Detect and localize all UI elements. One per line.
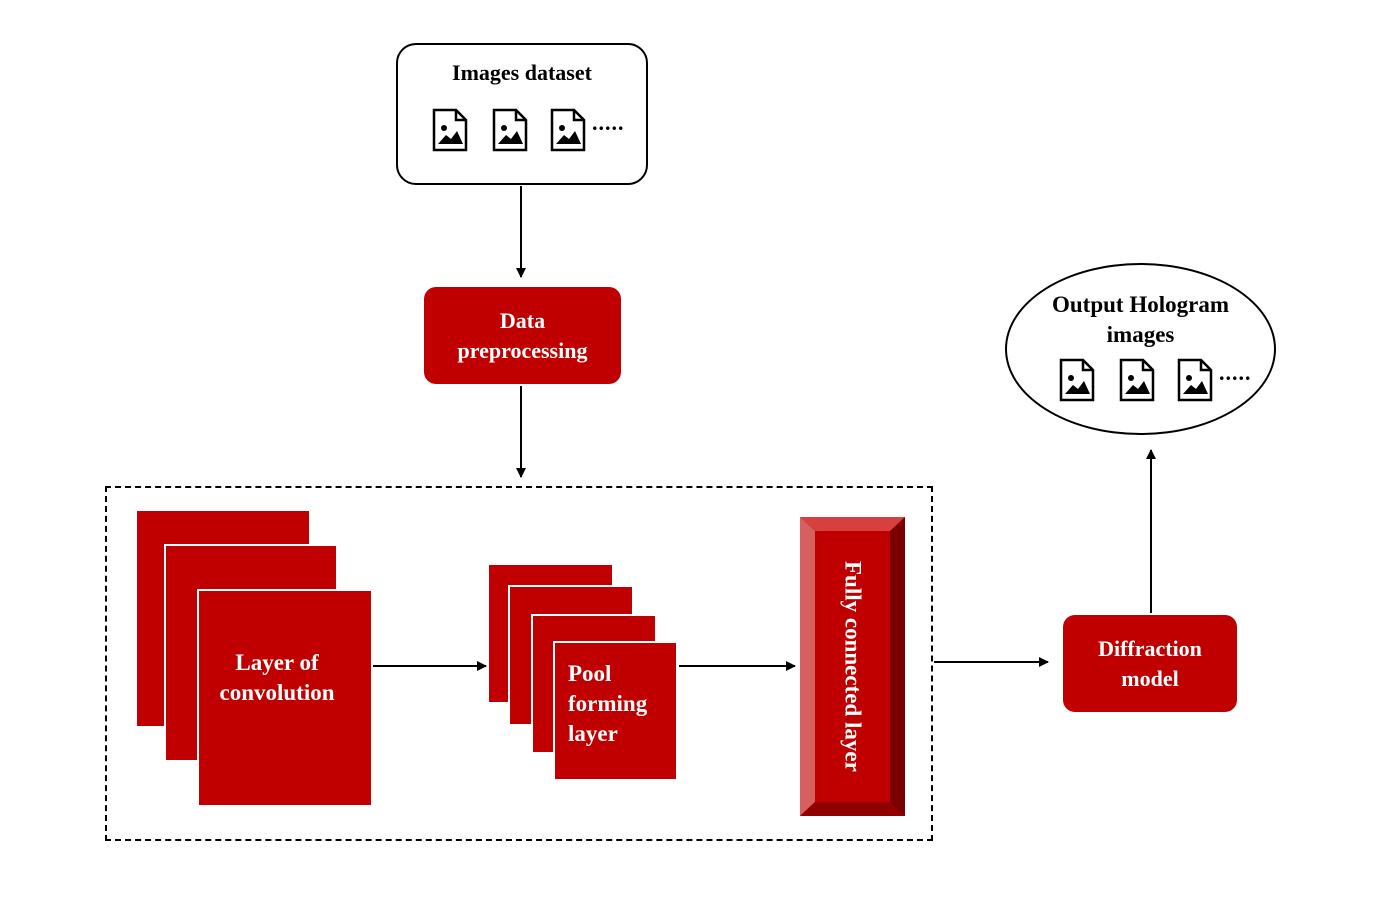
cnn-container: [105, 486, 933, 841]
diffraction-model-box: Diffraction model: [1063, 615, 1237, 712]
pool-layer-sheet: [553, 641, 678, 781]
image-file-icon: [492, 108, 528, 152]
image-file-icon: [1119, 358, 1155, 402]
more-dots: .....: [1219, 360, 1252, 385]
data-preprocessing-box: Data preprocessing: [424, 287, 621, 384]
convolution-layer-label: Layer of convolution: [219, 650, 335, 705]
image-file-icon: [1177, 358, 1213, 402]
fully-connected-label: Fully connected layer: [840, 561, 866, 772]
pooling-layer-label: Pool forming layer: [568, 661, 648, 746]
more-dots: .....: [592, 110, 625, 135]
fully-connected-label-wrap: Fully connected layer: [800, 517, 905, 816]
image-file-icon: [1059, 358, 1095, 402]
conv-layer-sheet: [197, 589, 373, 807]
image-file-icon: [550, 108, 586, 152]
image-file-icon: [432, 108, 468, 152]
images-dataset-title: Images dataset: [452, 60, 592, 85]
output-hologram-ellipse: [1005, 263, 1276, 435]
fully-connected-block: [800, 517, 905, 816]
output-hologram-title: Output Hologram images: [1052, 292, 1229, 347]
